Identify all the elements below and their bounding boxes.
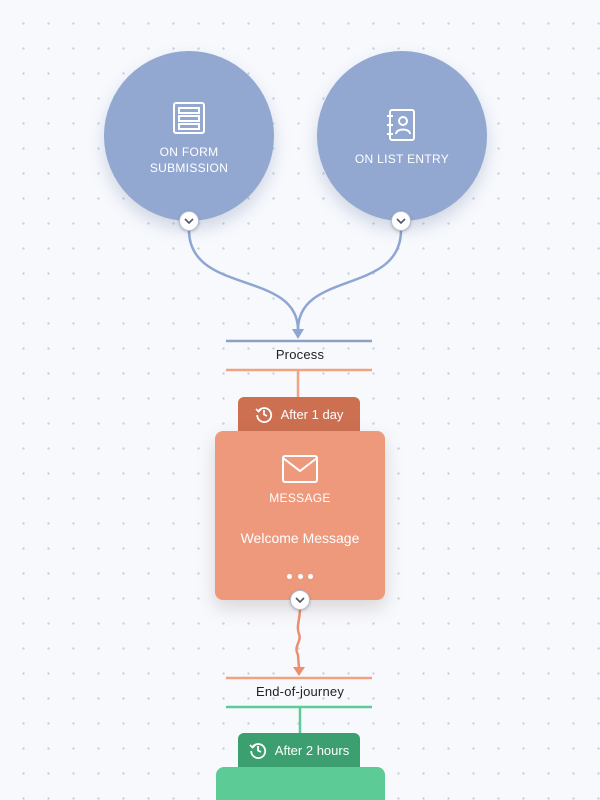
trigger-form-label: ON FORM SUBMISSION [149,145,229,175]
envelope-icon [282,455,318,483]
contact-list-icon [387,109,415,141]
chevron-down-icon[interactable] [179,211,199,231]
chevron-down-icon[interactable] [290,590,310,610]
delay-1-label: After 1 day [280,406,344,422]
stage-end-of-journey-label: End-of-journey [255,684,345,699]
connector-form-to-process [187,229,300,331]
trigger-list-label: ON LIST ENTRY [354,152,450,166]
chevron-down-icon[interactable] [391,211,411,231]
message-title: Welcome Message [240,530,360,546]
more-options-icon[interactable] [287,571,313,581]
arrowhead-end [293,667,305,676]
connector-message-to-end [295,607,302,669]
form-icon [173,102,205,134]
next-action-card[interactable] [216,767,385,800]
history-icon [254,407,272,423]
trigger-list-entry[interactable]: ON LIST ENTRY [317,51,487,221]
delay-after-2-hours[interactable]: After 2 hours [238,733,360,767]
history-icon [249,743,266,759]
delay-2-label: After 2 hours [274,742,350,758]
connector-list-to-process [296,229,403,331]
trigger-form-submission[interactable]: ON FORM SUBMISSION [104,51,274,221]
delay-after-1-day[interactable]: After 1 day [238,397,360,431]
stage-process-label: Process [275,347,325,362]
arrowhead-process [292,329,304,339]
message-type-label: MESSAGE [269,491,331,505]
message-card[interactable]: MESSAGE Welcome Message [215,431,385,600]
